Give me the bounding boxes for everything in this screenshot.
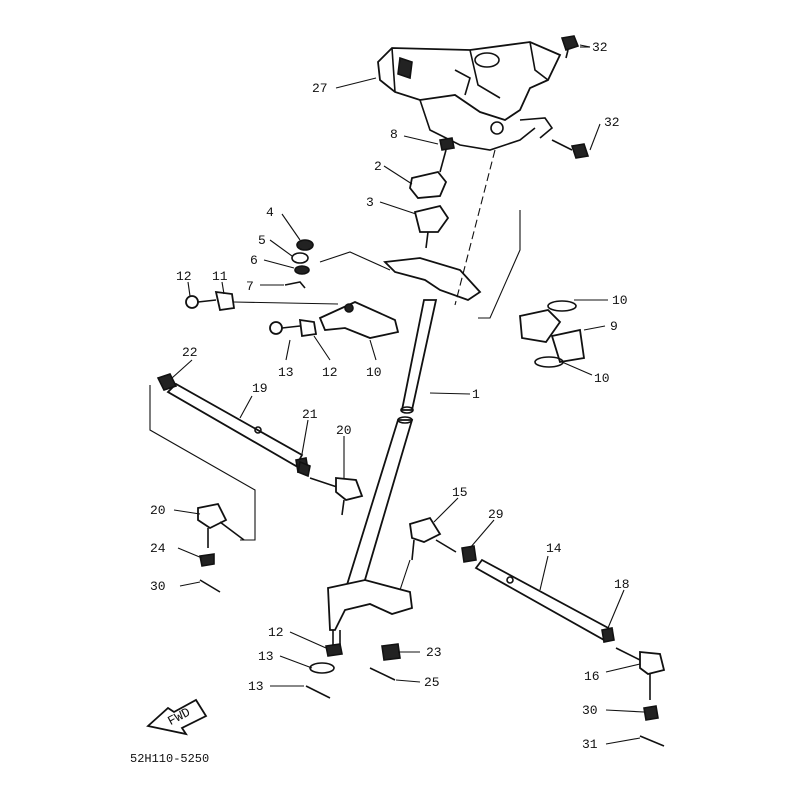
tie-rod-end-19 [615, 647, 666, 747]
callout-32-upper: 32 [592, 40, 608, 55]
handlebar-bracket [377, 41, 562, 151]
callout-13-upper: 12 [176, 269, 192, 284]
callout-12-upper: 11 [212, 269, 228, 284]
callout-27: 23 [426, 645, 442, 660]
callout-32-lower: 32 [604, 115, 620, 130]
callout-30-left: 30 [150, 579, 166, 594]
callout-23: 20 [336, 423, 352, 438]
callout-16: 13 [248, 679, 264, 694]
callout-18: 15 [452, 485, 468, 500]
callout-7: 7 [246, 279, 254, 294]
callout-5: 5 [258, 233, 266, 248]
callout-4: 4 [266, 205, 274, 220]
bushing-9 [519, 300, 586, 368]
callout-19: 16 [584, 669, 600, 684]
callout-29: 25 [424, 675, 440, 690]
callout-20-lower: 30 [582, 703, 598, 718]
tie-rod-17 [474, 558, 615, 643]
drawing-code: 52H110-5250 [130, 752, 209, 766]
column-bracket [319, 149, 521, 319]
callout-9: 9 [610, 319, 618, 334]
bolt-32-upper [560, 35, 580, 59]
steering-column [327, 299, 438, 645]
tie-rod-end-23 [297, 460, 364, 516]
callout-15: 13 [258, 649, 274, 664]
lower-fasteners [305, 643, 401, 699]
small-parts-4-7 [284, 239, 314, 289]
clamp-3 [413, 204, 450, 249]
clamp-2 [409, 170, 448, 199]
callout-1: 1 [472, 387, 480, 402]
bolt-13-upper [185, 290, 339, 312]
callout-24: 20 [150, 503, 166, 518]
callout-20-upper: 29 [488, 507, 504, 522]
tie-rod-end-18 [399, 516, 477, 591]
leader-lines [171, 44, 645, 745]
bolt-8 [439, 137, 455, 173]
callout-14: 12 [268, 625, 284, 640]
callout-10-upper: 10 [612, 293, 628, 308]
bolt-32-lower [519, 117, 590, 159]
callout-2: 2 [374, 159, 382, 174]
callout-25: 21 [302, 407, 318, 422]
callout-8: 8 [390, 127, 398, 142]
tie-rod-end-24 [197, 502, 245, 593]
front-direction-arrow [146, 698, 208, 736]
callout-21: 18 [614, 577, 630, 592]
callout-31: 27 [312, 81, 328, 96]
bolt-13-lower [269, 318, 318, 338]
callout-12-lower: 12 [322, 365, 338, 380]
tie-rod-22 [149, 373, 309, 541]
callout-11: 10 [366, 365, 382, 380]
callout-17: 14 [546, 541, 562, 556]
callout-6: 6 [250, 253, 258, 268]
callout-labels: 27 32 32 8 2 3 4 5 6 7 12 11 13 12 10 10… [130, 40, 630, 766]
callout-10-lower: 10 [594, 371, 610, 386]
callout-28: 24 [150, 541, 166, 556]
callout-26: 22 [182, 345, 198, 360]
callout-30-right: 31 [582, 737, 598, 752]
arm-11 [318, 301, 400, 339]
callout-3: 3 [366, 195, 374, 210]
callout-13-lower: 13 [278, 365, 294, 380]
callout-22: 19 [252, 381, 268, 396]
